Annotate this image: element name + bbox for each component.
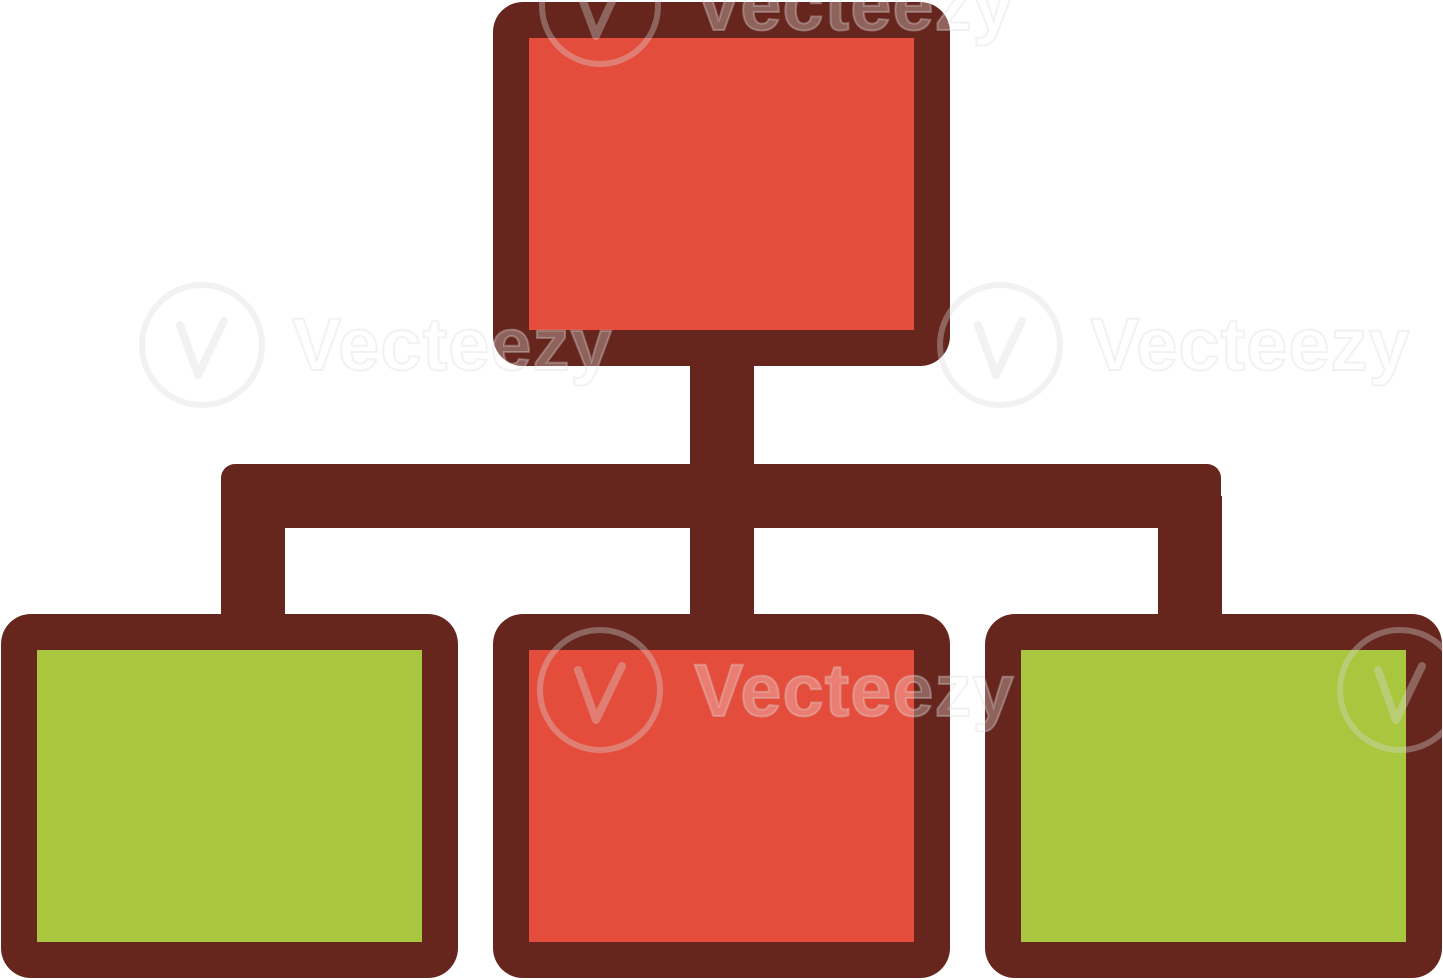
watermark-text-top: Vecteezy — [694, 0, 1015, 46]
root-node — [493, 2, 950, 366]
watermark-bottom-center: Vecteezy — [537, 627, 1015, 753]
watermark-v-icon — [176, 317, 228, 379]
watermark-text-middle-left: Vecteezy — [292, 303, 613, 386]
root-node-fill — [529, 38, 914, 330]
child-middle-fill — [529, 650, 914, 942]
child-right-fill — [1021, 650, 1406, 942]
watermark-middle-left: Vecteezy — [139, 282, 613, 408]
left-drop — [221, 496, 285, 626]
watermark-v-icon — [974, 317, 1026, 379]
child-middle-node — [493, 614, 950, 978]
child-left-node — [1, 614, 458, 978]
child-left-fill — [37, 650, 422, 942]
watermark-middle-right: Vecteezy — [937, 282, 1411, 408]
watermark-logo-icon — [539, 0, 661, 67]
child-right-node — [985, 614, 1442, 978]
watermark-text-bottom-center: Vecteezy — [694, 649, 1015, 732]
watermark-logo-icon — [937, 282, 1063, 408]
watermark-bottom-right — [1337, 627, 1443, 753]
watermark-text-middle-right: Vecteezy — [1090, 303, 1411, 386]
watermark-v-icon — [1374, 662, 1426, 724]
watermark-overlay: Vecteezy Vecteezy Vecteezy Vecteezy — [139, 0, 1443, 753]
watermark-top: Vecteezy — [539, 0, 1015, 67]
middle-drop — [690, 496, 754, 626]
watermark-logo-icon — [1337, 627, 1443, 753]
watermark-logo-icon — [537, 627, 663, 753]
watermark-v-icon — [574, 662, 626, 724]
right-drop — [1158, 496, 1222, 626]
watermark-logo-icon — [139, 282, 265, 408]
watermark-v-icon — [578, 0, 618, 40]
connector-lines — [221, 330, 1222, 626]
